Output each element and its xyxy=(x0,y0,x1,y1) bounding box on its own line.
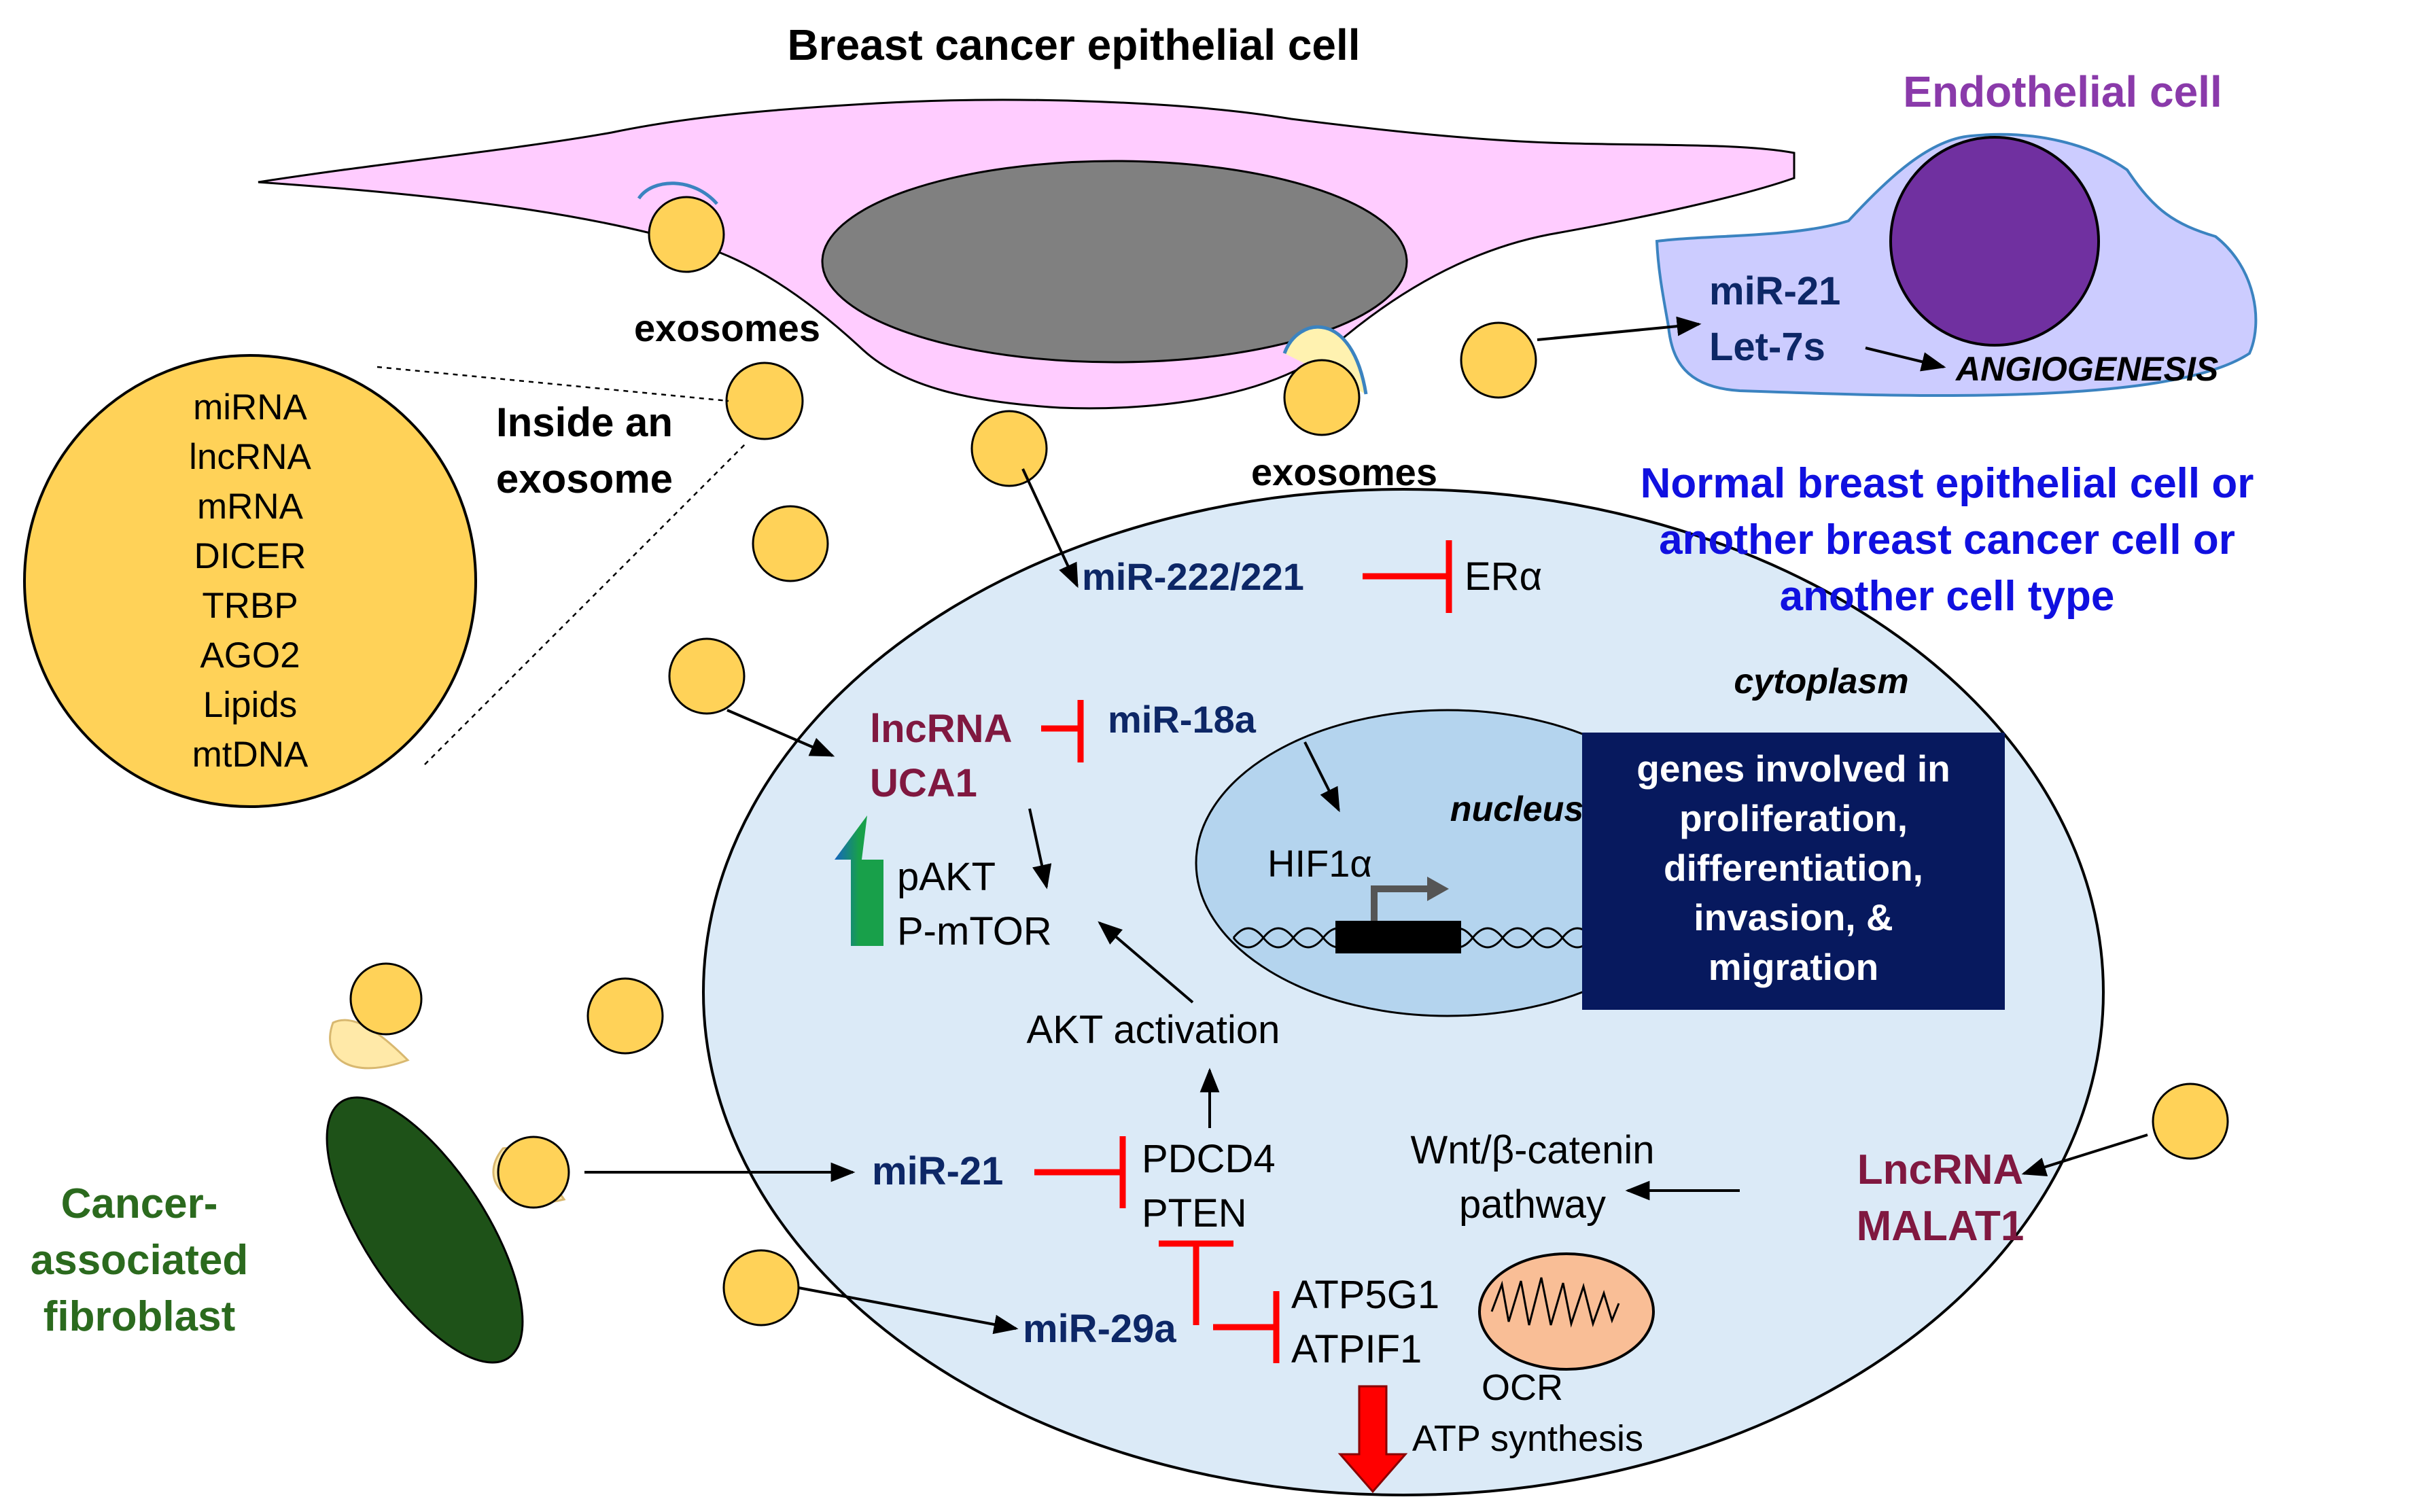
uca1-label: lncRNA xyxy=(870,707,1012,751)
transcription-arrow xyxy=(1371,885,1431,921)
pmtor-label: P-mTOR xyxy=(897,909,1052,953)
exosome-content-item: TRBP xyxy=(202,586,298,626)
arrow-exosome-to-malat1 xyxy=(2021,1133,2148,1177)
nucleus-label: nucleus xyxy=(1450,790,1584,829)
inside-exosome-label: exosome xyxy=(496,456,673,502)
atp5g1-label: ATP5G1 xyxy=(1291,1273,1439,1317)
zoom-line-top xyxy=(376,366,729,402)
gene-box xyxy=(1335,921,1461,953)
exosome-content-item: lncRNA xyxy=(189,437,311,477)
exosome-content-item: miRNA xyxy=(193,387,307,427)
arrow-uca1-to-pakt xyxy=(1028,808,1052,890)
genes-box xyxy=(1582,733,2005,1010)
cytoplasm-label: cytoplasm xyxy=(1734,662,1908,701)
exosome xyxy=(668,637,746,715)
exosome-content-item: DICER xyxy=(194,536,306,576)
exosome xyxy=(349,962,423,1036)
exosome xyxy=(1460,321,1537,399)
genes-box-line: differentiation, xyxy=(1664,847,1923,889)
endothelial-let7: Let-7s xyxy=(1709,325,1825,369)
malat1-label: LncRNA xyxy=(1857,1146,2024,1193)
up-arrow-icon xyxy=(835,815,883,946)
uca1-label: UCA1 xyxy=(870,761,977,805)
budding-membrane xyxy=(637,181,718,205)
arrow-akt-to-pmtor xyxy=(1098,921,1194,1004)
atp-synthesis-label: ATP synthesis xyxy=(1412,1418,1643,1459)
genes-box-line: invasion, & xyxy=(1694,896,1893,938)
endothelial-mir21: miR-21 xyxy=(1709,269,1840,313)
mitochondrion-icon xyxy=(1478,1252,1655,1371)
malat1-label: MALAT1 xyxy=(1857,1203,2025,1250)
caf-title: associated xyxy=(31,1237,249,1284)
pakt-label: pAKT xyxy=(897,855,996,899)
genes-box-text: genes involved in proliferation, differe… xyxy=(1636,748,1950,988)
fibroblast-body xyxy=(326,1096,524,1364)
down-arrow-icon xyxy=(1337,1385,1408,1494)
arrow-exosome-to-mir222 xyxy=(1021,468,1079,588)
exosome xyxy=(648,196,725,273)
caf-title: fibroblast xyxy=(43,1293,235,1340)
atpif1-label: ATPIF1 xyxy=(1291,1327,1422,1371)
angiogenesis-label: ANGIOGENESIS xyxy=(1955,350,2218,388)
cancer-cell-title: Breast cancer epithelial cell xyxy=(787,20,1360,69)
exosome xyxy=(970,410,1048,487)
target-cell-title: another cell type xyxy=(1780,573,2115,620)
endothelial-title: Endothelial cell xyxy=(1903,67,2222,116)
arrow-exosome-to-mir29a xyxy=(798,1286,1019,1335)
exosome xyxy=(2152,1083,2229,1160)
wnt-label: pathway xyxy=(1459,1182,1606,1227)
mir21-label: miR-21 xyxy=(872,1149,1003,1193)
exosome-content-item: mRNA xyxy=(197,487,304,527)
endothelial-nucleus xyxy=(1889,136,2100,347)
budding-membrane xyxy=(329,1019,410,1070)
arrow-let7-to-angiogenesis xyxy=(1865,347,1946,372)
mir29a-label: miR-29a xyxy=(1023,1307,1176,1351)
exosomes-label-mid: exosomes xyxy=(1251,451,1437,493)
target-cell-title: another breast cancer cell or xyxy=(1659,516,2235,563)
inside-exosome-label: Inside an xyxy=(496,400,673,445)
exosome-content-item: AGO2 xyxy=(200,635,300,675)
mitochondrion-cristae xyxy=(1490,1277,1620,1328)
genes-box-line: proliferation, xyxy=(1679,797,1908,839)
exosome xyxy=(497,1136,570,1209)
exosome-zoom xyxy=(23,354,477,808)
arrow-exosome-to-endothelial xyxy=(1537,316,1702,341)
arrow-mir18a-to-hif1a xyxy=(1303,741,1340,813)
genes-box-line: migration xyxy=(1709,946,1879,988)
exosome xyxy=(722,1249,800,1326)
arrow-exosome-to-uca1 xyxy=(726,709,835,757)
cancer-cell-nucleus xyxy=(821,160,1408,364)
exosome-contents-list: miRNA lncRNA mRNA DICER TRBP AGO2 Lipids… xyxy=(189,387,311,775)
genes-box-line: genes involved in xyxy=(1636,748,1950,790)
exosome-content-item: Lipids xyxy=(203,685,297,725)
exosome xyxy=(1283,359,1361,436)
transcription-arrowhead xyxy=(1427,877,1449,901)
hif1a-label: HIF1α xyxy=(1267,842,1372,885)
era-label: ERα xyxy=(1465,555,1542,599)
wnt-label: Wnt/β-catenin xyxy=(1411,1128,1655,1172)
exosomes-label-left: exosomes xyxy=(634,306,820,349)
mir18a-label: miR-18a xyxy=(1108,698,1257,741)
exosome xyxy=(586,977,664,1055)
pten-label: PTEN xyxy=(1142,1191,1247,1235)
target-cell-title: Normal breast epithelial cell or xyxy=(1641,460,2254,507)
exosome-content-item: mtDNA xyxy=(192,735,309,775)
exosome xyxy=(752,505,829,582)
pdcd4-label: PDCD4 xyxy=(1142,1137,1276,1181)
exosome xyxy=(725,362,804,440)
ocr-label: OCR xyxy=(1482,1367,1563,1408)
caf-title: Cancer- xyxy=(61,1180,218,1227)
mir222-label: miR-222/221 xyxy=(1082,555,1304,598)
akt-activation-label: AKT activation xyxy=(1027,1008,1280,1052)
